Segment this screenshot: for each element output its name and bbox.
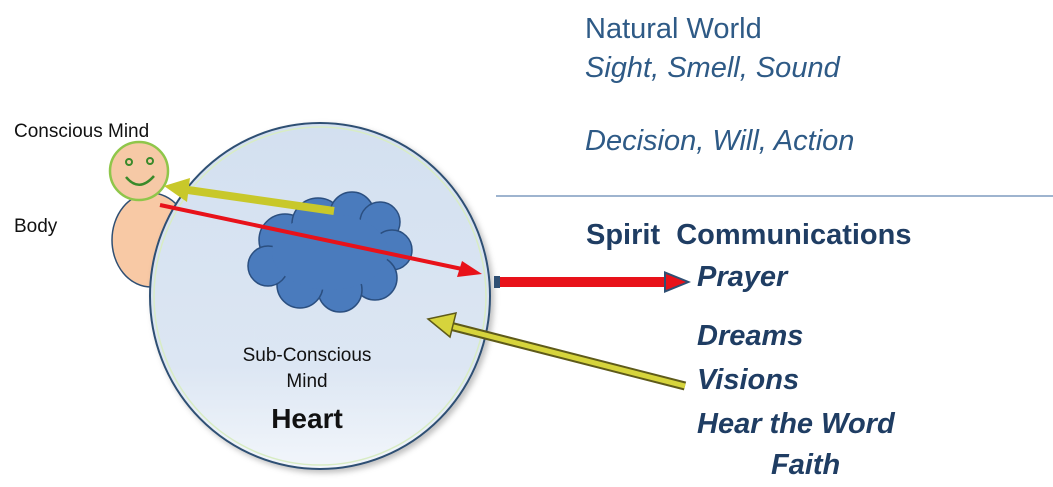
dreams-text: Dreams <box>697 320 804 352</box>
yellow-arrow-to-conscious <box>164 178 335 215</box>
spirit-title: Spirit Communications <box>586 219 912 251</box>
natural-world-title: Natural World <box>585 13 762 45</box>
heart-label: Heart <box>271 403 343 434</box>
prayer-arrow <box>494 271 691 293</box>
sub-conscious-label-line2: Mind <box>286 371 328 392</box>
prayer-text: Prayer <box>697 261 788 293</box>
sub-conscious-label-line1: Sub-Conscious <box>242 345 372 366</box>
red-arrow-to-spirit <box>159 203 482 277</box>
olive-arrow-from-spirit <box>426 312 687 391</box>
conscious-mind-label: Conscious Mind <box>14 121 150 142</box>
senses-text: Sight, Smell, Sound <box>585 52 840 84</box>
decision-text: Decision, Will, Action <box>585 125 855 157</box>
face-icon <box>108 140 170 202</box>
hear-word-text: Hear the Word <box>697 408 895 440</box>
faith-text: Faith <box>771 449 841 481</box>
body-label: Body <box>14 216 58 237</box>
visions-text: Visions <box>697 364 800 396</box>
